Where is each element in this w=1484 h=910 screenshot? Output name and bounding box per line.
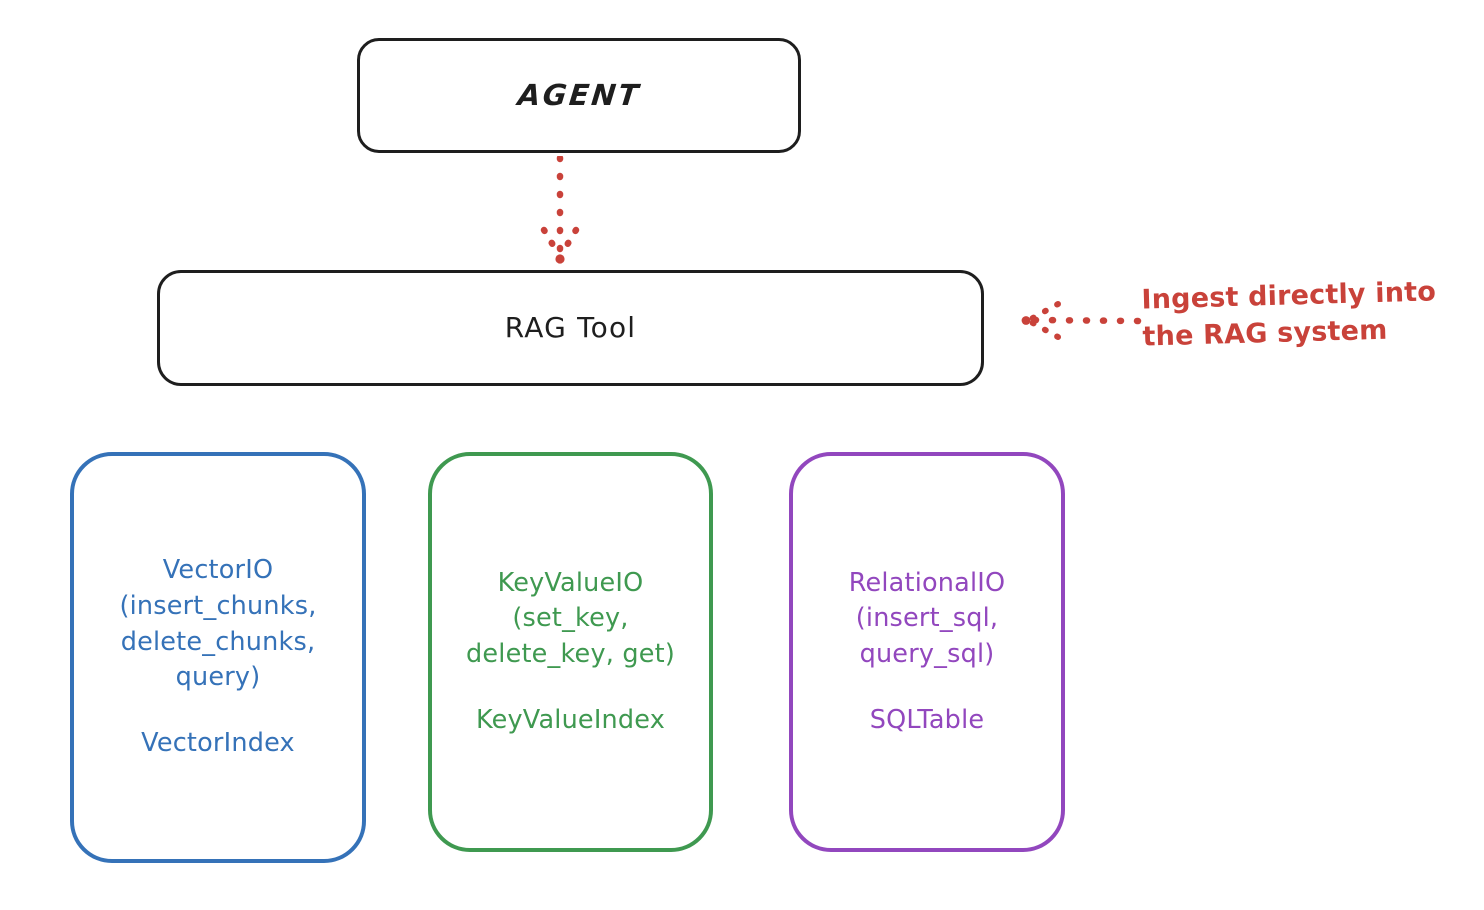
connector-agent-to-rag-tool-icon xyxy=(540,156,580,264)
node-relational-io-index-label: SQLTable xyxy=(869,704,985,735)
node-rag-tool[interactable]: RAG Tool xyxy=(157,270,984,386)
node-key-value-io-content: KeyValueIO (set_key, delete_key, get) Ke… xyxy=(460,566,681,739)
node-key-value-io-api-label: KeyValueIO (set_key, delete_key, get) xyxy=(466,567,675,669)
node-relational-io-api-label: RelationalIO (insert_sql, query_sql) xyxy=(848,567,1006,669)
node-vector-io-index-label: VectorIndex xyxy=(141,728,295,759)
node-key-value-io[interactable]: KeyValueIO (set_key, delete_key, get) Ke… xyxy=(428,452,713,852)
node-vector-io-content: VectorIO (insert_chunks, delete_chunks, … xyxy=(113,553,322,761)
node-key-value-io-index-label: KeyValueIndex xyxy=(475,704,666,735)
node-agent[interactable]: AGENT xyxy=(357,38,801,153)
connector-note-to-rag-tool-icon xyxy=(1021,301,1142,340)
node-rag-tool-label: RAG Tool xyxy=(504,310,637,344)
node-relational-io-content: RelationalIO (insert_sql, query_sql) SQL… xyxy=(843,566,1012,739)
node-vector-io-api-label: VectorIO (insert_chunks, delete_chunks, … xyxy=(119,555,317,693)
node-vector-io[interactable]: VectorIO (insert_chunks, delete_chunks, … xyxy=(70,452,366,863)
annotation-ingest-note: Ingest directly into the RAG system xyxy=(1141,276,1437,353)
node-agent-label: AGENT xyxy=(515,78,643,113)
node-relational-io[interactable]: RelationalIO (insert_sql, query_sql) SQL… xyxy=(789,452,1065,852)
